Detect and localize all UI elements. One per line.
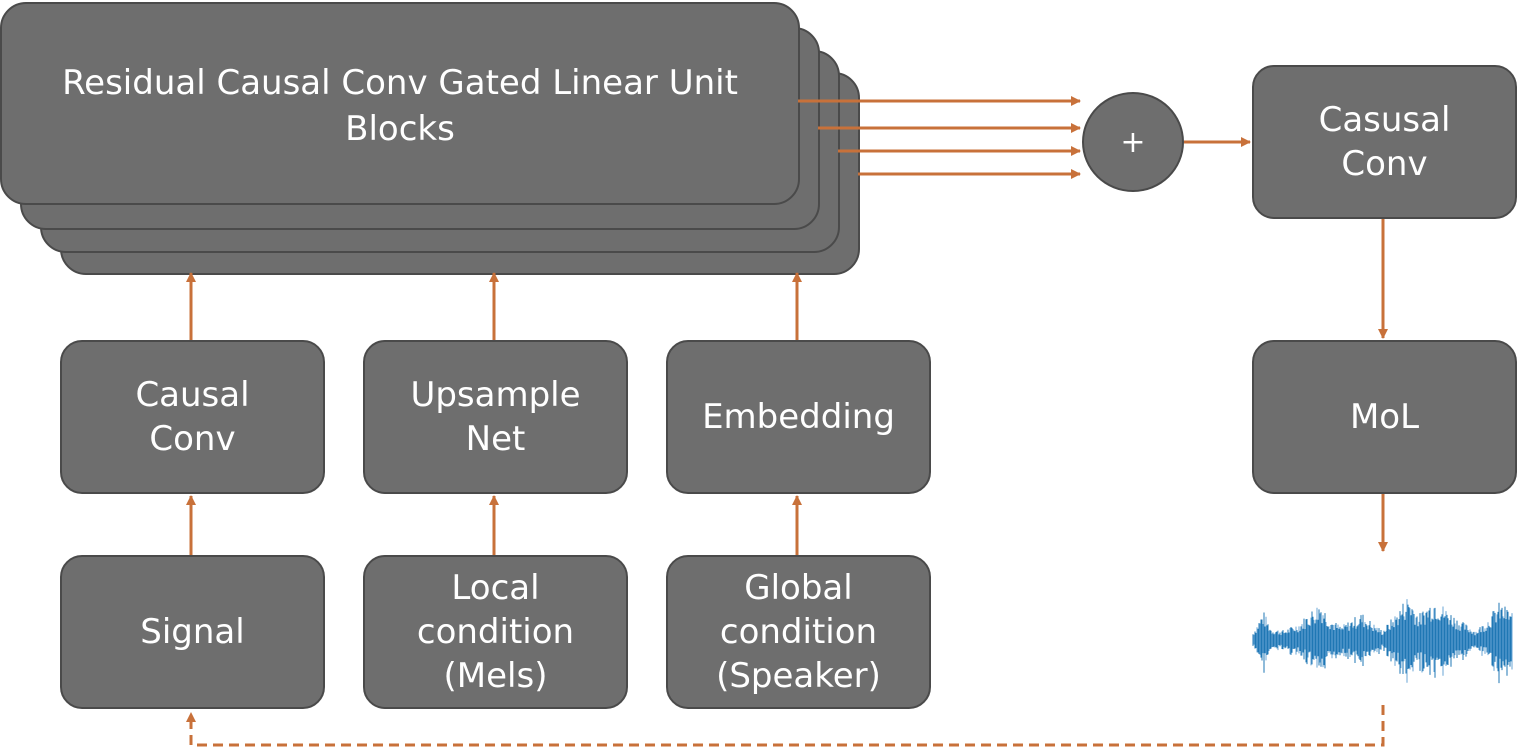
sum-node: + [1082,92,1184,192]
residual-blocks: Residual Causal Conv Gated Linear Unit B… [0,2,800,205]
audio-waveform-icon [1252,599,1513,684]
embedding-box: Embedding [666,340,931,494]
local-condition-box: Local condition (Mels) [363,555,628,709]
upsample-net-box: Upsample Net [363,340,628,494]
mol-box: MoL [1252,340,1517,494]
causal-conv-box: Causal Conv [60,340,325,494]
feedback-dashed-arrow [186,705,1385,747]
signal-box: Signal [60,555,325,709]
global-condition-box: Global condition (Speaker) [666,555,931,709]
output-causal-conv: Casusal Conv [1252,65,1517,219]
